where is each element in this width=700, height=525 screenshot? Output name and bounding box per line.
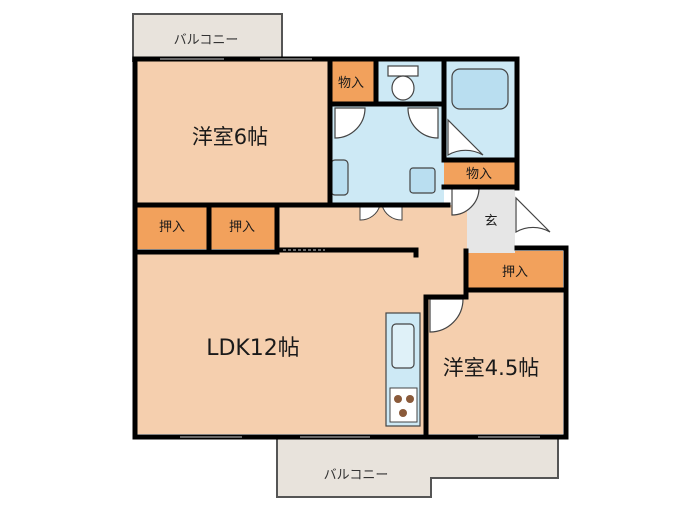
stove-burner-3 xyxy=(399,409,407,417)
western-room-6-floor xyxy=(137,59,328,204)
storage-label-oshi-3: 押入 xyxy=(502,265,528,280)
entrance-label: 玄 xyxy=(484,214,497,229)
storage-label-mono-2: 物入 xyxy=(466,167,492,182)
walls xyxy=(132,56,569,440)
washing-machine xyxy=(409,167,436,194)
storage-label-oshi-1: 押入 xyxy=(159,220,185,235)
room-label-ldk: LDK12帖 xyxy=(206,336,300,361)
storage-oshi-1 xyxy=(137,204,207,249)
storage-label-oshi-2: 押入 xyxy=(229,220,255,235)
door-swing-8 xyxy=(429,298,464,333)
door-swing-1 xyxy=(334,107,366,139)
stove-burner-2 xyxy=(406,395,414,403)
stove-burner-1 xyxy=(394,395,402,403)
storage-label-mono-1: 物入 xyxy=(338,76,364,91)
door-swing-7 xyxy=(515,196,551,234)
windows xyxy=(160,58,540,438)
balcony-top-label: バルコニー xyxy=(174,33,239,48)
storage-mono-2 xyxy=(444,160,515,187)
storage-oshi-2 xyxy=(207,204,277,249)
balcony-bottom-label: バルコニー xyxy=(324,468,389,483)
toilet-tank xyxy=(387,65,419,77)
bathtub xyxy=(451,68,509,110)
kitchen-sink xyxy=(391,323,415,369)
room-label-western-45: 洋室4.5帖 xyxy=(443,356,539,380)
wash-basin xyxy=(330,159,349,196)
balcony-bottom xyxy=(276,435,559,498)
storage-mono-1 xyxy=(328,59,374,104)
door-swing-3 xyxy=(447,118,484,157)
storage-oshi-3 xyxy=(468,251,563,290)
room-label-western-6: 洋室6帖 xyxy=(192,125,268,149)
toilet-bowl xyxy=(391,75,415,101)
balcony-top xyxy=(132,13,283,62)
door-swing-2 xyxy=(407,107,439,139)
